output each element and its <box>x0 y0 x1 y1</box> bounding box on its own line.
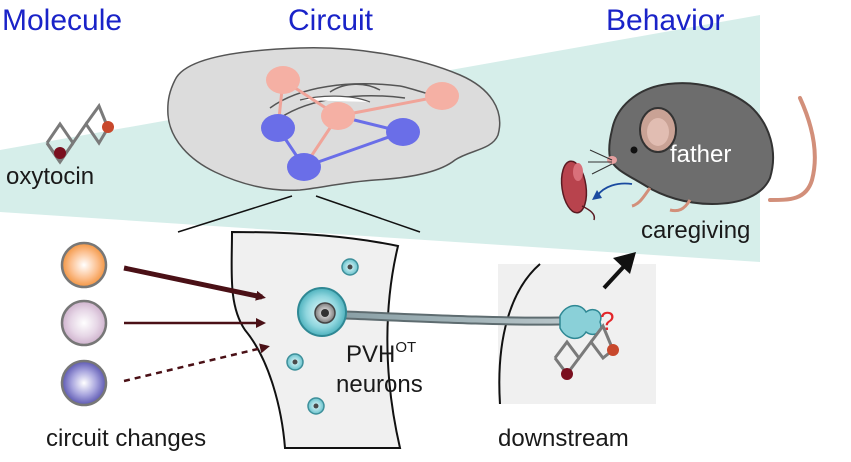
pvh-oxytocin-neuron <box>297 287 347 337</box>
edge-pink-2 <box>337 94 443 118</box>
oxytocin-label: oxytocin <box>6 163 94 190</box>
zoom-line-right <box>315 195 421 233</box>
arrow-to-behavior <box>602 252 636 290</box>
input-sphere-blue <box>60 359 108 407</box>
downstream-oxytocin-icon <box>553 323 619 380</box>
header-molecule: Molecule <box>2 4 122 37</box>
oxytocin-molecule-icon <box>45 102 114 165</box>
header-behavior: Behavior <box>606 4 724 37</box>
caregiving-label: caregiving <box>641 217 750 244</box>
node-blue-1 <box>261 114 295 142</box>
circuit-network <box>261 66 459 181</box>
node-pink-1 <box>266 66 300 94</box>
question-mark: ? <box>600 306 614 336</box>
header-circuit: Circuit <box>288 4 374 37</box>
node-pink-3 <box>425 82 459 110</box>
node-blue-2 <box>287 153 321 181</box>
node-pink-2 <box>321 102 355 130</box>
downstream-label: downstream <box>498 425 629 452</box>
neurons-label: neurons <box>336 371 423 398</box>
pup-icon <box>560 160 596 221</box>
input-arrow-dashed <box>123 343 270 383</box>
pvh-label: PVHOT <box>346 339 416 368</box>
edge-blue-2 <box>303 130 404 169</box>
axon-terminal <box>559 304 602 340</box>
caregiving-arrow-icon <box>592 182 633 200</box>
zoom-line-left <box>177 195 293 233</box>
input-arrow-thick <box>123 265 266 301</box>
father-mouse-icon <box>588 82 817 213</box>
input-sphere-orange <box>60 241 108 289</box>
pvh-region-panel <box>230 230 402 449</box>
father-label: father <box>670 141 731 168</box>
small-neuron-cells <box>286 258 359 415</box>
circuit-changes-label: circuit changes <box>46 425 206 452</box>
input-sphere-lilac <box>60 299 108 347</box>
node-blue-3 <box>386 118 420 146</box>
